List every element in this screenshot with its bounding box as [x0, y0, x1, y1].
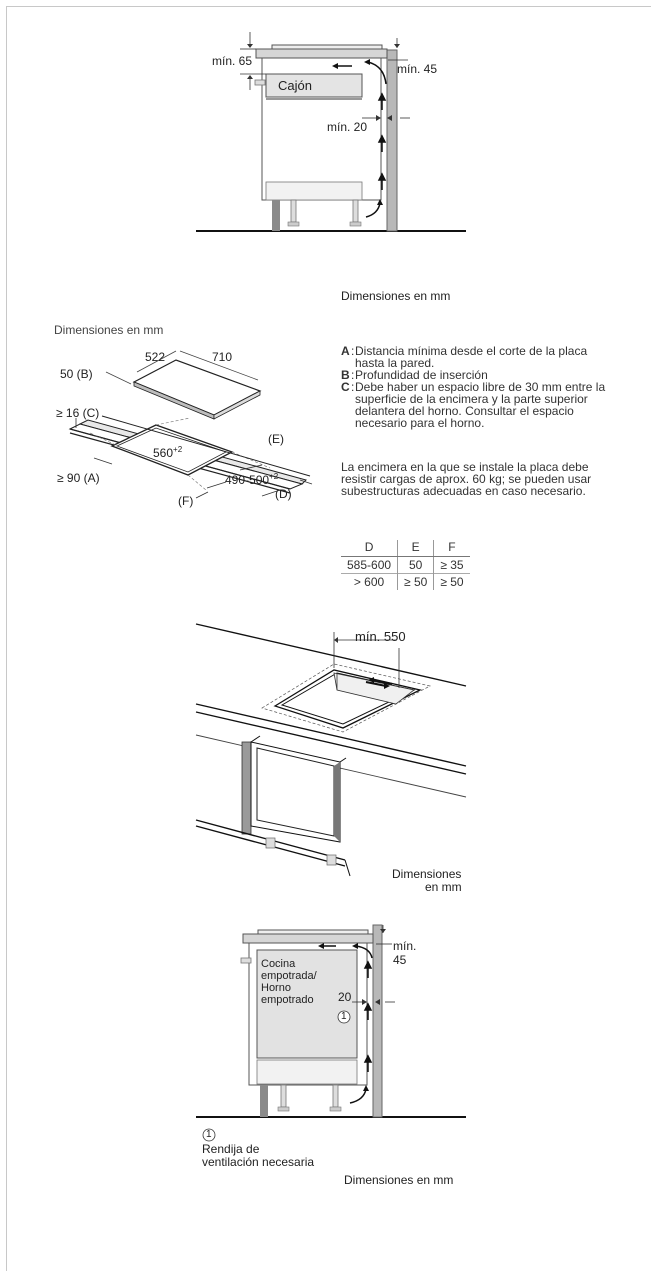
table-header: E — [397, 540, 434, 557]
table-row: 585-600 50 ≥ 35 — [341, 556, 470, 574]
legend-list: A: Distancia mínima desde el corte de la… — [341, 345, 611, 429]
figure-cutout-dimensions — [68, 350, 313, 499]
table-cell: ≥ 50 — [433, 573, 470, 590]
legend-key: A — [341, 344, 350, 358]
label-45: 45 — [393, 953, 407, 967]
table-header: D — [341, 540, 398, 557]
table-cell: > 600 — [341, 573, 398, 590]
legend-key: C — [341, 380, 350, 394]
label-90-a: ≥ 90 (A) — [57, 471, 100, 485]
figure-drawer-clearance — [196, 32, 466, 232]
dim-522: 522 — [145, 350, 166, 364]
label-min-20: mín. 20 — [327, 120, 368, 134]
table-cell: ≥ 50 — [397, 573, 434, 590]
footnote-number: 1 — [206, 1129, 212, 1140]
figure-cabinet-perspective — [195, 623, 467, 877]
label-oven-1: Cocina — [261, 958, 296, 970]
label-cajon: Cajón — [278, 78, 312, 93]
label-min: mín. — [393, 939, 417, 953]
page-frame — [6, 6, 651, 1271]
label-f: (F) — [178, 494, 194, 508]
caption-dimensions-3a: Dimensiones — [392, 867, 462, 881]
footnote-line-1: Rendija de — [202, 1142, 260, 1156]
label-50-b: 50 (B) — [60, 367, 93, 381]
label-20: 20 — [338, 990, 352, 1004]
fig2-heading: Dimensiones en mm — [54, 323, 164, 337]
label-490-500: 490-500+2 — [225, 472, 279, 487]
caption-dimensions-4: Dimensiones en mm — [344, 1173, 454, 1187]
label-min-65: mín. 65 — [212, 54, 253, 68]
callout-number: 1 — [341, 1011, 347, 1022]
label-560: 560+2 — [153, 445, 183, 460]
legend-text: Profundidad de inserción — [355, 368, 488, 382]
legend-item-a: A: Distancia mínima desde el corte de la… — [341, 345, 611, 369]
label-d: (D) — [275, 487, 292, 501]
dimensions-table: D E F 585-600 50 ≥ 35 > 600 ≥ 50 ≥ 50 — [341, 540, 470, 590]
legend-item-b: B: Profundidad de inserción — [341, 368, 488, 382]
label-16-c: ≥ 16 (C) — [56, 406, 100, 420]
label-e: (E) — [268, 432, 284, 446]
footnote-line-2: ventilación necesaria — [202, 1155, 315, 1169]
table-cell: ≥ 35 — [433, 556, 470, 574]
label-oven-2: empotrada/ — [261, 970, 317, 982]
table-header: F — [433, 540, 470, 557]
label-min-45: mín. 45 — [397, 62, 438, 76]
legend-item-c: C: Debe haber un espacio libre de 30 mm … — [341, 381, 611, 429]
caption-dimensions-3b: en mm — [425, 880, 462, 894]
table-cell: 585-600 — [341, 556, 398, 574]
label-oven-3: Horno — [261, 982, 291, 994]
table-row: > 600 ≥ 50 ≥ 50 — [341, 573, 470, 590]
legend-text: Debe haber un espacio libre de 30 mm ent… — [355, 380, 606, 430]
label-oven-4: empotrado — [261, 994, 314, 1006]
caption-dimensions-1: Dimensiones en mm — [341, 289, 451, 303]
figure-oven-clearance — [196, 924, 466, 1142]
load-note: La encimera en la que se instale la plac… — [341, 460, 592, 498]
label-min-550: mín. 550 — [355, 629, 406, 644]
table-cell: 50 — [397, 556, 434, 574]
legend-text: Distancia mínima desde el corte de la pl… — [355, 344, 588, 370]
dim-710: 710 — [212, 350, 233, 364]
legend-key: B — [341, 368, 350, 382]
